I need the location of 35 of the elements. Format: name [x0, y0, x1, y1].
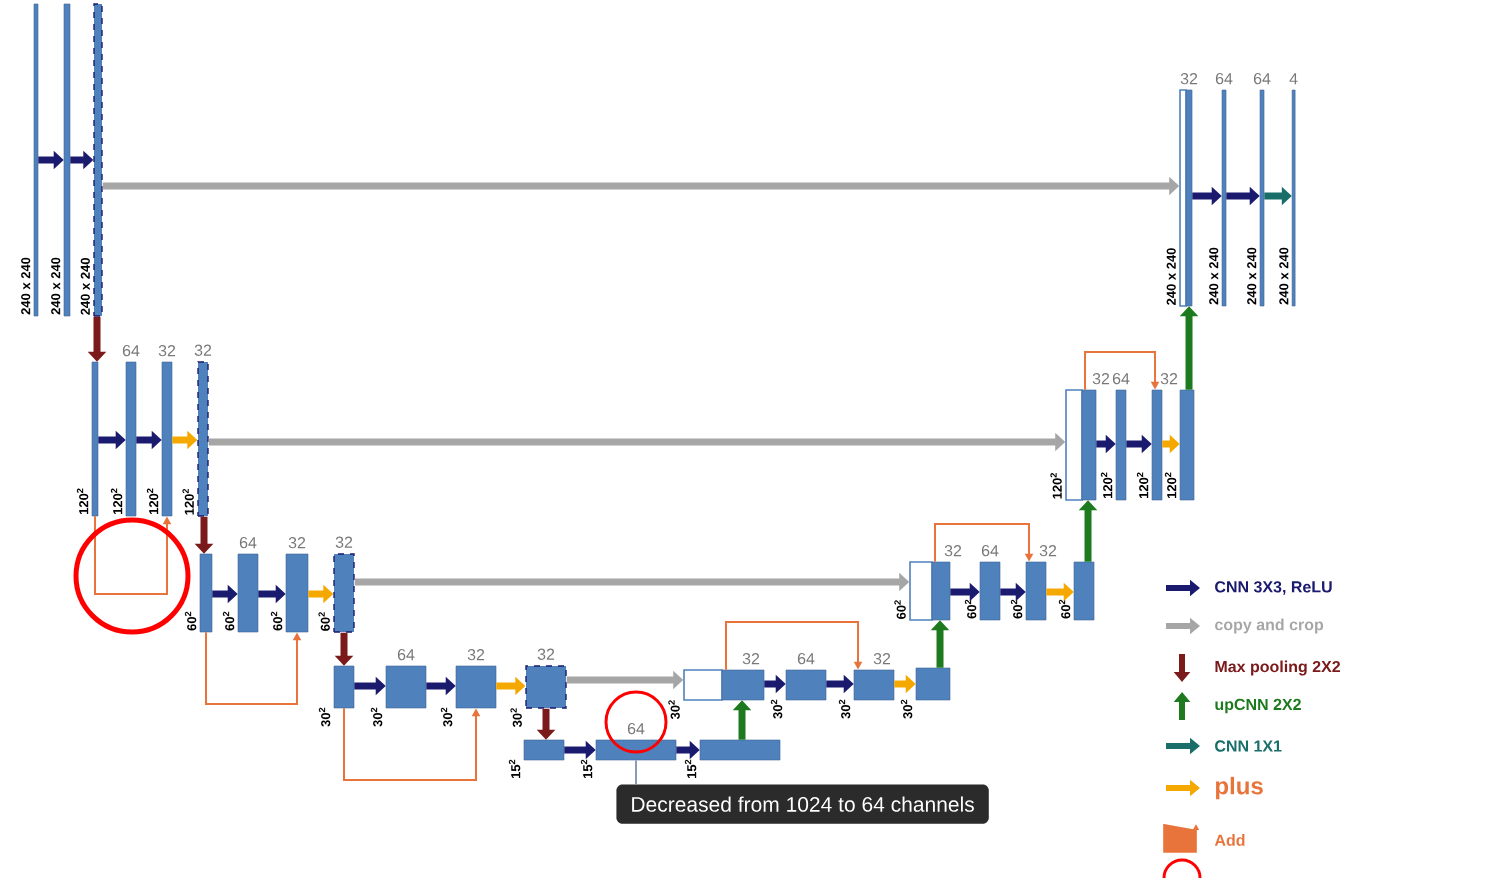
channel-number: 32 — [742, 653, 760, 665]
legend-text: upCNN 2X2 — [1215, 698, 1301, 714]
channel-number: 4 — [1289, 73, 1298, 85]
leader-line — [635, 759, 637, 785]
channel-number: 64 — [1215, 73, 1233, 85]
channel-number: 32 — [537, 648, 555, 660]
channel-number: 32 — [467, 649, 485, 661]
channel-number: 64 — [122, 345, 140, 357]
channel-number: 64 — [981, 545, 999, 557]
channel-number: 64 — [797, 653, 815, 665]
channel-number: 64 — [397, 649, 415, 661]
channel-number: 64 — [239, 537, 257, 549]
channel-number: 32 — [1160, 373, 1178, 385]
bracket-arrow — [934, 523, 1034, 563]
channel-number: 32 — [194, 344, 212, 356]
bracket-arrow — [725, 621, 863, 671]
channel-number: 32 — [873, 653, 891, 665]
channel-number: 64 — [1112, 373, 1130, 385]
legend-text: Add — [1214, 834, 1245, 846]
bracket-arrow — [1084, 351, 1160, 391]
legend-text: Max pooling 2X2 — [1215, 660, 1340, 676]
channel-number: 32 — [1180, 73, 1198, 85]
channel-number: 32 — [1092, 373, 1110, 385]
legend-text: copy and crop — [1215, 618, 1324, 634]
channel-number: 32 — [1039, 545, 1057, 557]
tooltip: Decreased from 1024 to 64 channels — [616, 784, 989, 824]
channel-number: 32 — [158, 345, 176, 357]
legend-text: plus — [1216, 776, 1263, 800]
channel-number: 64 — [1253, 73, 1271, 85]
legend-text: CNN 3X3, ReLU — [1215, 581, 1332, 595]
channel-number: 32 — [944, 545, 962, 557]
channel-number: 64 — [627, 723, 645, 735]
legend-text: CNN 1X1 — [1215, 740, 1282, 752]
channel-number: 32 — [335, 536, 353, 548]
channel-number: 32 — [288, 537, 306, 549]
